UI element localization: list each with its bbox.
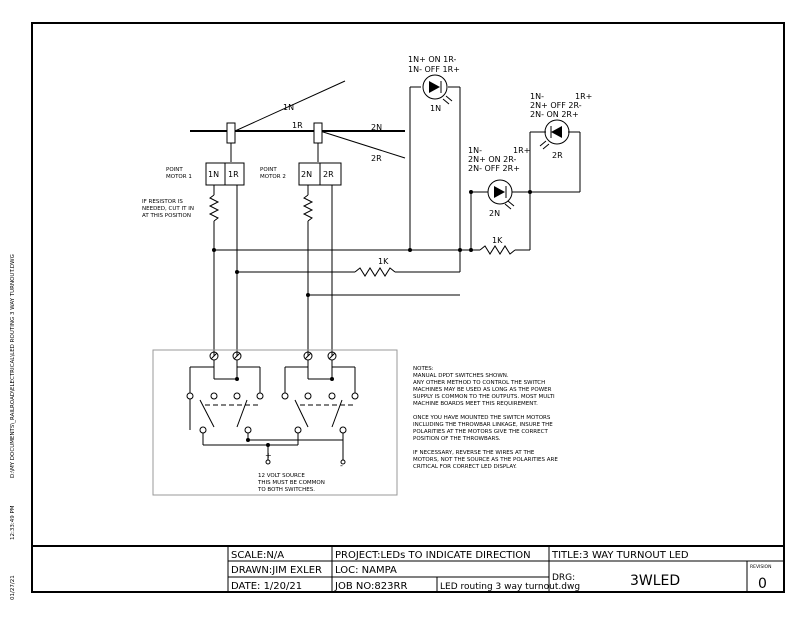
switch-box: + - 12 VOLT SOURCE THIS MUST BE COMMON T… bbox=[152, 349, 398, 496]
svg-text:ANY OTHER METHOD TO CONTROL TH: ANY OTHER METHOD TO CONTROL THE SWITCH bbox=[413, 380, 545, 386]
svg-text:AT THIS POSITION: AT THIS POSITION bbox=[142, 213, 191, 219]
svg-text:POINT: POINT bbox=[260, 167, 277, 173]
svg-text:INCLUDING THE THROWBAR LINKAGE: INCLUDING THE THROWBAR LINKAGE, INSURE T… bbox=[413, 422, 553, 428]
svg-text:ONCE YOU HAVE MOUNTED THE SWIT: ONCE YOU HAVE MOUNTED THE SWITCH MOTORS bbox=[413, 415, 551, 421]
svg-text:MOTORS, NOT THE SOURCE AS THE: MOTORS, NOT THE SOURCE AS THE POLARITIES… bbox=[413, 457, 558, 463]
svg-text:POLARITIES AT THE MOTORS GIVE: POLARITIES AT THE MOTORS GIVE THE CORREC… bbox=[413, 429, 548, 435]
source-note-line1: 12 VOLT SOURCE bbox=[258, 473, 305, 479]
svg-text:1N+ ON 1R-: 1N+ ON 1R- bbox=[408, 55, 456, 64]
svg-text:MACHINE BOARDS MEET THIS REQUI: MACHINE BOARDS MEET THIS REQUIREMENT. bbox=[413, 401, 538, 407]
svg-text:2N+ OFF 2R-: 2N+ OFF 2R- bbox=[530, 101, 582, 110]
throwbar-1 bbox=[226, 122, 236, 144]
side-date: 01/27/21 bbox=[10, 575, 16, 600]
drg-number: 3WLED bbox=[630, 573, 680, 589]
project-text: PROJECT:LEDs TO INDICATE DIRECTION bbox=[335, 550, 531, 561]
source-note-line2: THIS MUST BE COMMON bbox=[257, 480, 325, 486]
dpdt-switch-1 bbox=[186, 360, 264, 434]
scale-text: SCALE:N/A bbox=[231, 550, 284, 561]
led-2n: 1N- 1R+ 2N+ ON 2R- 2N- OFF 2R+ 2N bbox=[468, 146, 530, 218]
resistor-note: IF RESISTOR IS NEEDED, CUT IT IN AT THIS… bbox=[142, 199, 194, 219]
title-block: SCALE:N/A DRAWN:JIM EXLER DATE: 1/20/21 … bbox=[32, 545, 784, 592]
track-label-2n: 2N bbox=[371, 123, 382, 132]
file-text: LED routing 3 way turnout.dwg bbox=[440, 582, 580, 592]
dpdt-switch-2 bbox=[281, 360, 359, 434]
svg-text:NEEDED, CUT IT IN: NEEDED, CUT IT IN bbox=[142, 206, 194, 212]
revision-label: REVISION bbox=[750, 564, 771, 570]
motor2-term-2r: 2R bbox=[323, 170, 334, 179]
svg-text:1N: 1N bbox=[430, 104, 441, 113]
svg-text:SUPPLY IS COMMON TO THE OUTPUT: SUPPLY IS COMMON TO THE OUTPUTS. MOST MU… bbox=[413, 394, 555, 400]
svg-text:MOTOR 2: MOTOR 2 bbox=[260, 174, 286, 180]
svg-text:MOTOR 1: MOTOR 1 bbox=[166, 174, 192, 180]
throwbar-2 bbox=[313, 122, 323, 144]
svg-text:IF NECESSARY, REVERSE THE WIRE: IF NECESSARY, REVERSE THE WIRES AT THE bbox=[413, 450, 535, 456]
svg-text:MACHINES MAY BE USED AS LONG A: MACHINES MAY BE USED AS LONG AS THE POWE… bbox=[413, 387, 552, 393]
motor2-term-2n: 2N bbox=[301, 170, 312, 179]
date-text: DATE: 1/20/21 bbox=[231, 581, 302, 592]
svg-text:2N: 2N bbox=[489, 209, 500, 218]
svg-text:IF RESISTOR IS: IF RESISTOR IS bbox=[142, 199, 183, 205]
side-time: 12:33:49 PM bbox=[10, 505, 16, 540]
svg-text:1N- OFF 1R+: 1N- OFF 1R+ bbox=[408, 65, 460, 74]
motor-wiring bbox=[208, 86, 581, 356]
loc-text: LOC: NAMPA bbox=[335, 565, 397, 576]
svg-text:POSITION OF THE THROWBARS.: POSITION OF THE THROWBARS. bbox=[413, 436, 501, 442]
svg-text:2N- ON 2R+: 2N- ON 2R+ bbox=[530, 110, 579, 119]
motor1-term-1r: 1R bbox=[228, 170, 239, 179]
svg-text:2N- OFF 2R+: 2N- OFF 2R+ bbox=[468, 164, 520, 173]
svg-text:POINT: POINT bbox=[166, 167, 183, 173]
svg-text:1R+: 1R+ bbox=[513, 146, 530, 155]
title-text: TITLE:3 WAY TURNOUT LED bbox=[551, 550, 689, 561]
svg-text:2R: 2R bbox=[552, 151, 563, 160]
track-label-2r: 2R bbox=[371, 154, 382, 163]
job-text: JOB NO:823RR bbox=[334, 581, 407, 592]
track-diagram: 1N 1R 2N 2R bbox=[190, 80, 406, 163]
svg-text:CRITICAL FOR CORRECT LED DISPL: CRITICAL FOR CORRECT LED DISPLAY. bbox=[413, 464, 517, 470]
point-motor-2: POINT MOTOR 2 2N 2R bbox=[260, 162, 342, 186]
svg-text:-: - bbox=[340, 461, 343, 470]
led-2r: 1N- 1R+ 2N+ OFF 2R- 2N- ON 2R+ 2R bbox=[530, 92, 592, 160]
resistor-1k-right: 1K bbox=[492, 236, 503, 245]
svg-text:NOTES:: NOTES: bbox=[413, 366, 434, 372]
point-motor-1: POINT MOTOR 1 1N 1R bbox=[166, 162, 245, 186]
motor1-term-1n: 1N bbox=[208, 170, 219, 179]
revision-number: 0 bbox=[758, 576, 767, 592]
svg-text:1N-: 1N- bbox=[530, 92, 544, 101]
drawing-border bbox=[31, 22, 785, 593]
svg-text:2N+ ON 2R-: 2N+ ON 2R- bbox=[468, 155, 516, 164]
resistor-1k-left: 1K bbox=[378, 257, 389, 266]
source-note-line3: TO BOTH SWITCHES. bbox=[257, 487, 315, 493]
svg-text:MANUAL DPDT SWITCHES SHOWN.: MANUAL DPDT SWITCHES SHOWN. bbox=[413, 373, 509, 379]
track-label-1r: 1R bbox=[292, 121, 303, 130]
svg-text:1N-: 1N- bbox=[468, 146, 482, 155]
notes-block: NOTES: MANUAL DPDT SWITCHES SHOWN. ANY O… bbox=[413, 366, 558, 470]
drawn-text: DRAWN:JIM EXLER bbox=[231, 565, 322, 576]
drg-label: DRG: bbox=[552, 573, 575, 583]
terminal-screws bbox=[209, 351, 337, 361]
track-label-1n: 1N bbox=[283, 103, 294, 112]
svg-text:1R+: 1R+ bbox=[575, 92, 592, 101]
svg-text:+: + bbox=[265, 451, 272, 460]
side-path: D:\MY DOCUMENTS\_RAILROAD\ELECTRICAL\LED… bbox=[10, 254, 16, 478]
led-1n: 1N+ ON 1R- 1N- OFF 1R+ 1N bbox=[408, 55, 460, 113]
